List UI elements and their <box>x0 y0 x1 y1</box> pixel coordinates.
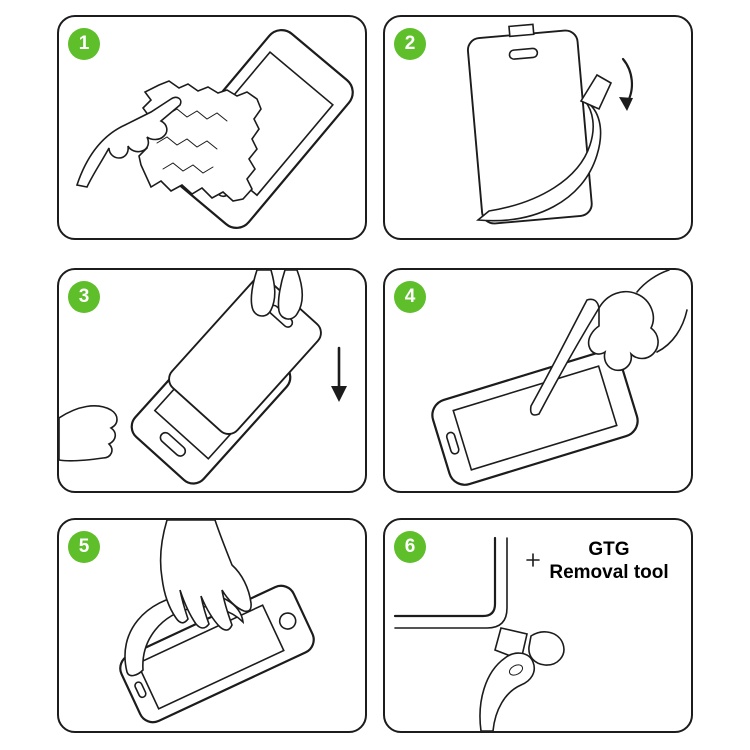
film-corner-flap-icon <box>579 73 613 111</box>
step-panel-1: 1 <box>57 15 367 240</box>
step-panel-2: 2 <box>383 15 693 240</box>
peel-arrow-head-icon <box>619 97 633 111</box>
leader-mark-icon <box>526 553 540 567</box>
hand-icon <box>59 405 118 462</box>
finger-icon <box>250 270 276 317</box>
protector-film-icon <box>466 23 593 225</box>
align-glass-illustration <box>59 270 347 485</box>
cloth-icon <box>124 592 245 677</box>
wrist-line-icon <box>636 270 670 293</box>
step-number-badge: 2 <box>394 28 426 60</box>
peel-film-illustration <box>466 23 633 225</box>
removal-tool-illustration <box>393 536 565 731</box>
wrist-line-icon <box>656 309 688 353</box>
finger-icon <box>528 631 565 666</box>
step-number-badge: 6 <box>394 531 426 563</box>
cleaning-cloth-icon <box>138 80 262 202</box>
hand-icon <box>75 96 182 188</box>
down-arrow-head-icon <box>331 386 347 402</box>
press-screen-illustration <box>431 270 688 486</box>
thumbnail-icon <box>508 664 524 676</box>
glass-corner-inner-icon <box>394 537 508 629</box>
clean-screen-illustration <box>75 29 354 229</box>
glass-corner-icon <box>393 536 497 618</box>
hand-icon <box>159 520 252 631</box>
step-number-badge: 5 <box>68 531 100 563</box>
step-panel-4: 4 <box>383 268 693 493</box>
finger-icon <box>277 270 304 320</box>
step-number-badge: 4 <box>394 281 426 313</box>
removal-tool-label-line2: Removal tool <box>549 562 669 583</box>
step-panel-6: 6 GTG Removal tool <box>383 518 693 733</box>
removal-tool-label: GTG Removal tool <box>530 538 688 584</box>
phone-icon <box>431 350 639 486</box>
smooth-film-illustration <box>119 520 315 724</box>
hand-icon <box>587 290 659 372</box>
step-panel-3: 3 <box>57 268 367 493</box>
peel-arrow-icon <box>621 57 633 105</box>
removal-tool-label-line1: GTG <box>588 539 630 560</box>
step-number-badge: 3 <box>68 281 100 313</box>
step-number-badge: 1 <box>68 28 100 60</box>
index-finger-icon <box>529 298 600 416</box>
thumb-icon <box>479 652 536 731</box>
step-panel-5: 5 <box>57 518 367 733</box>
